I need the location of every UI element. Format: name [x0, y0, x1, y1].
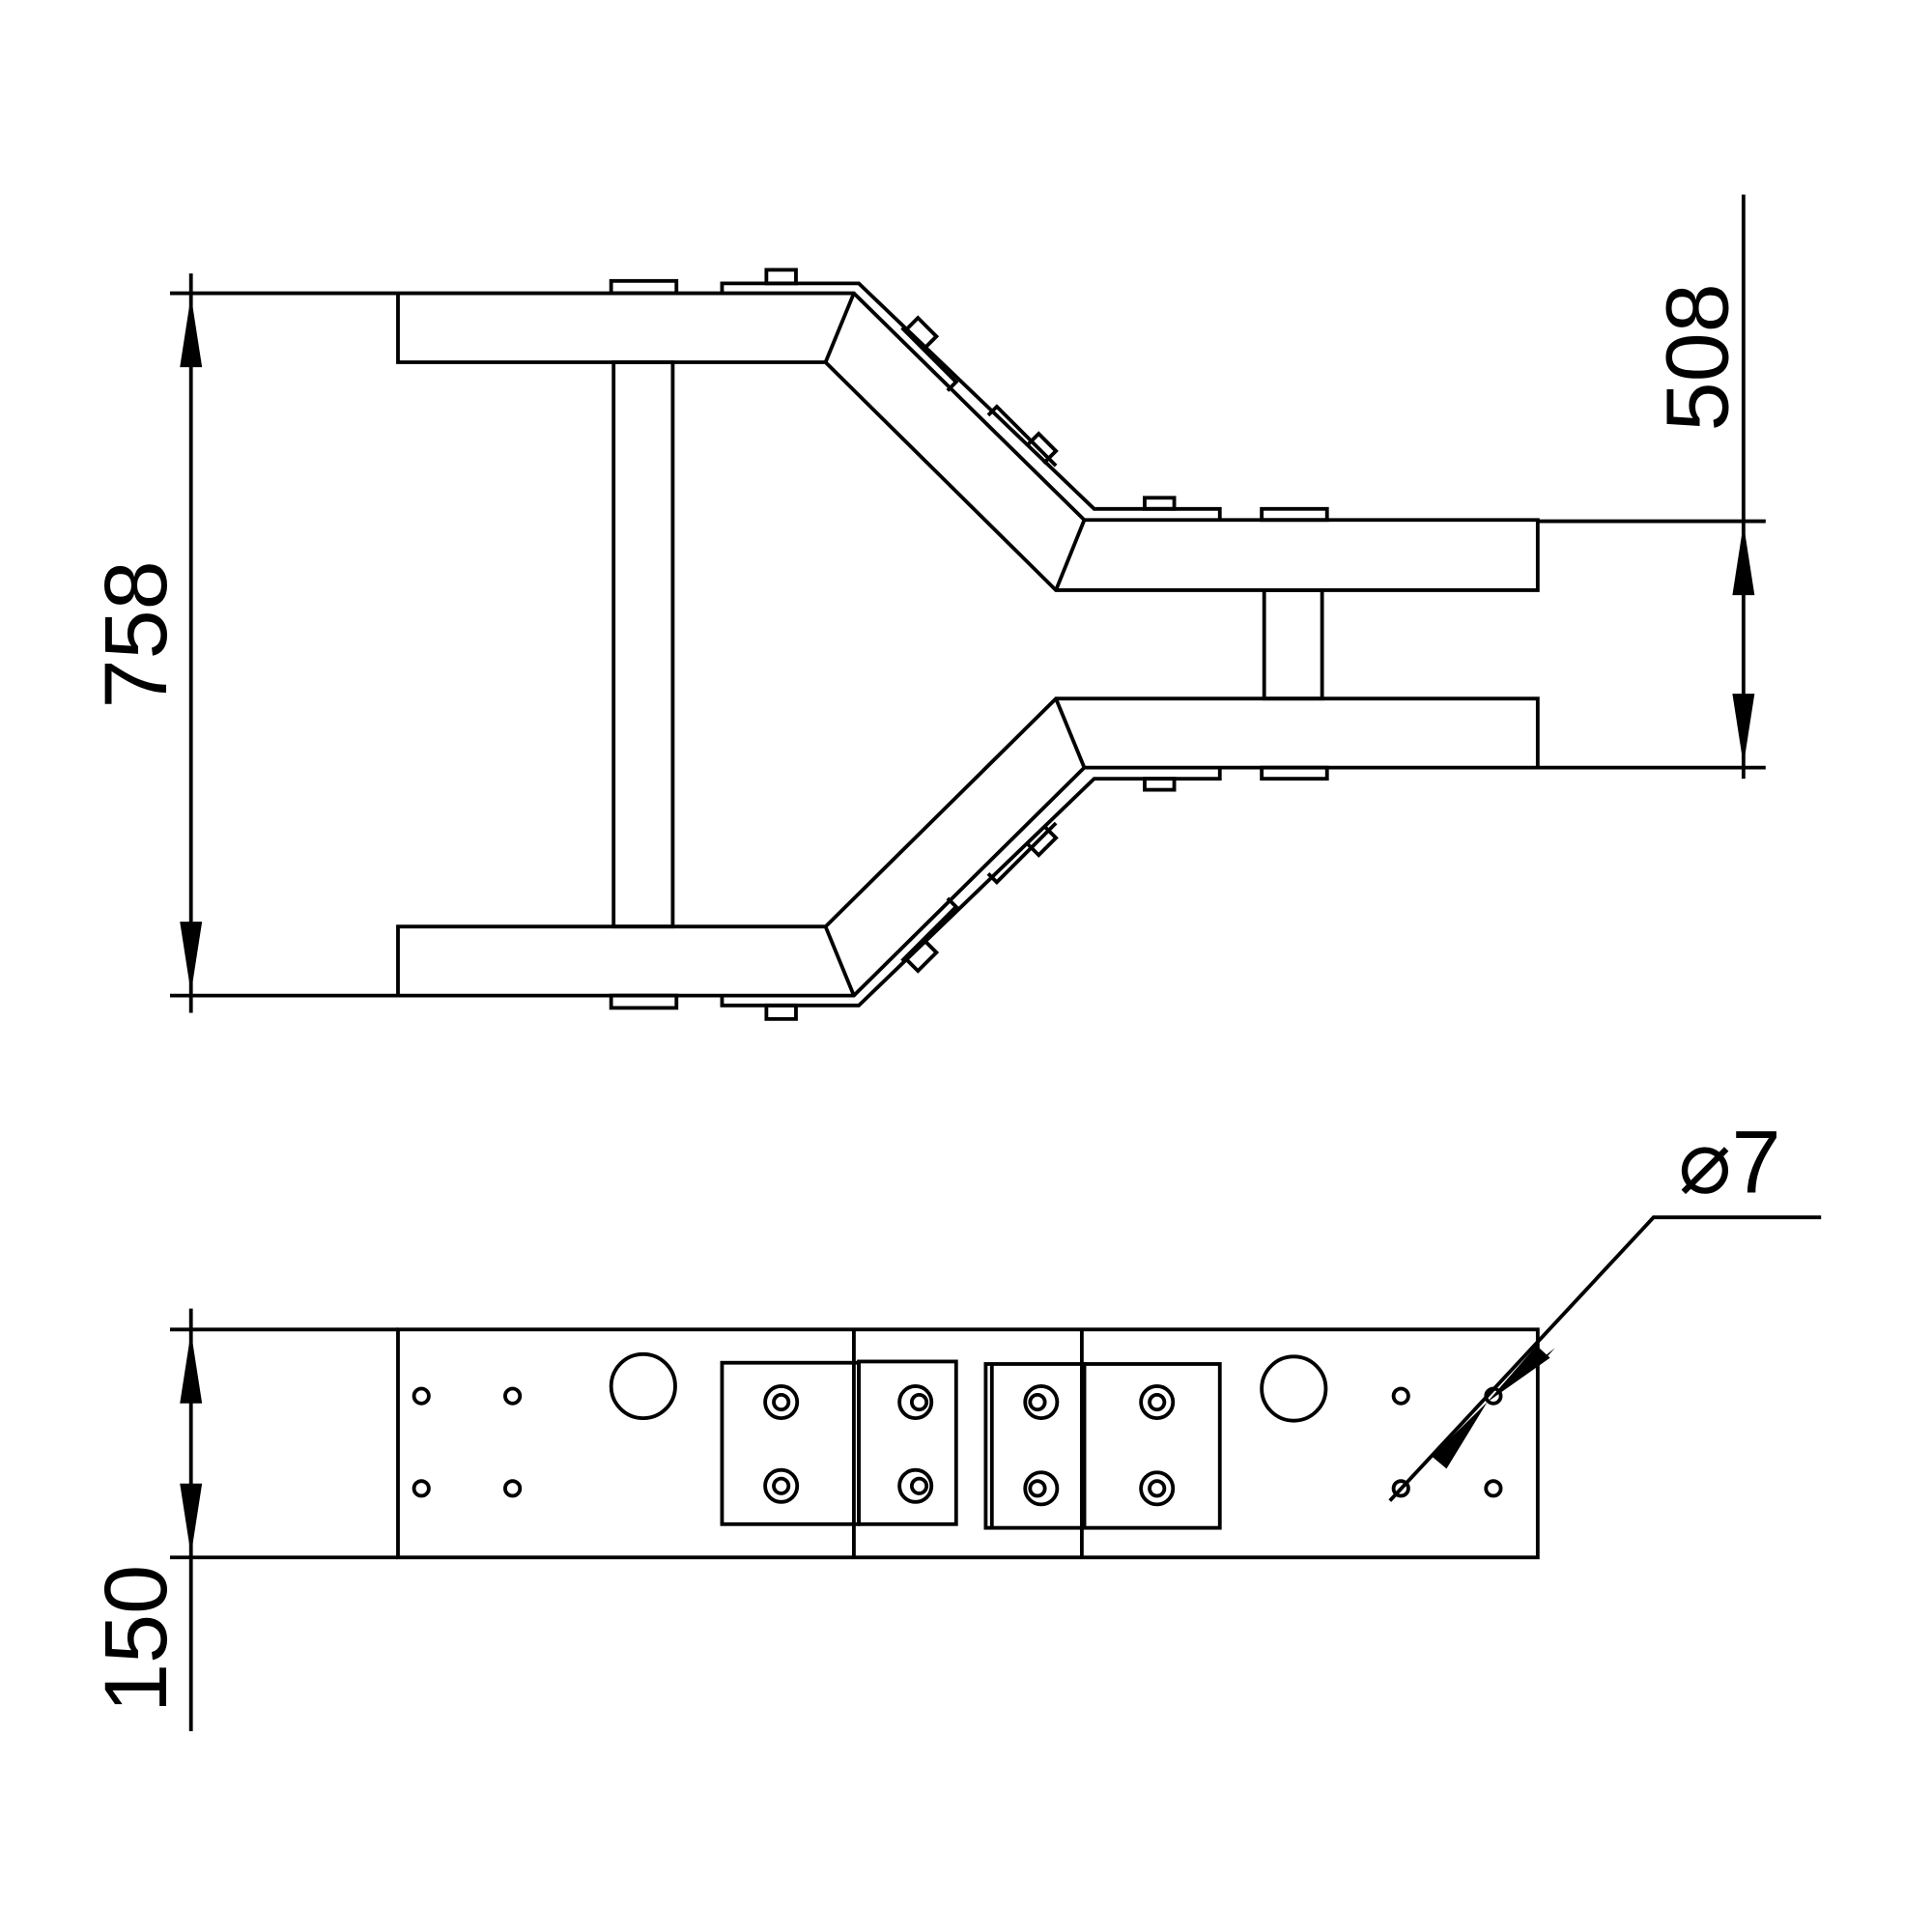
bolts — [763, 1384, 1176, 1507]
cross-bar-narrow — [1262, 588, 1324, 701]
dimension-label-hole-diameter: ⌀7 — [1678, 1114, 1780, 1212]
splice-plates — [720, 1359, 1222, 1530]
mounting-holes — [412, 1351, 1503, 1498]
cross-bar-wide — [611, 360, 675, 929]
lower-arm — [396, 696, 1540, 1021]
top-view: 758 508 — [87, 194, 1766, 1021]
dimension-150: 150 — [87, 1308, 398, 1732]
dimension-label-758: 758 — [87, 560, 185, 708]
hole-diameter-leader: ⌀7 — [1388, 1114, 1822, 1502]
dimension-508: 508 — [1537, 194, 1766, 780]
upper-arm — [396, 268, 1540, 592]
dimension-label-508: 508 — [1648, 283, 1747, 431]
dimension-label-150: 150 — [87, 1565, 185, 1713]
dimension-758: 758 — [87, 273, 398, 1013]
side-view: 150 ⌀7 — [87, 1114, 1822, 1732]
